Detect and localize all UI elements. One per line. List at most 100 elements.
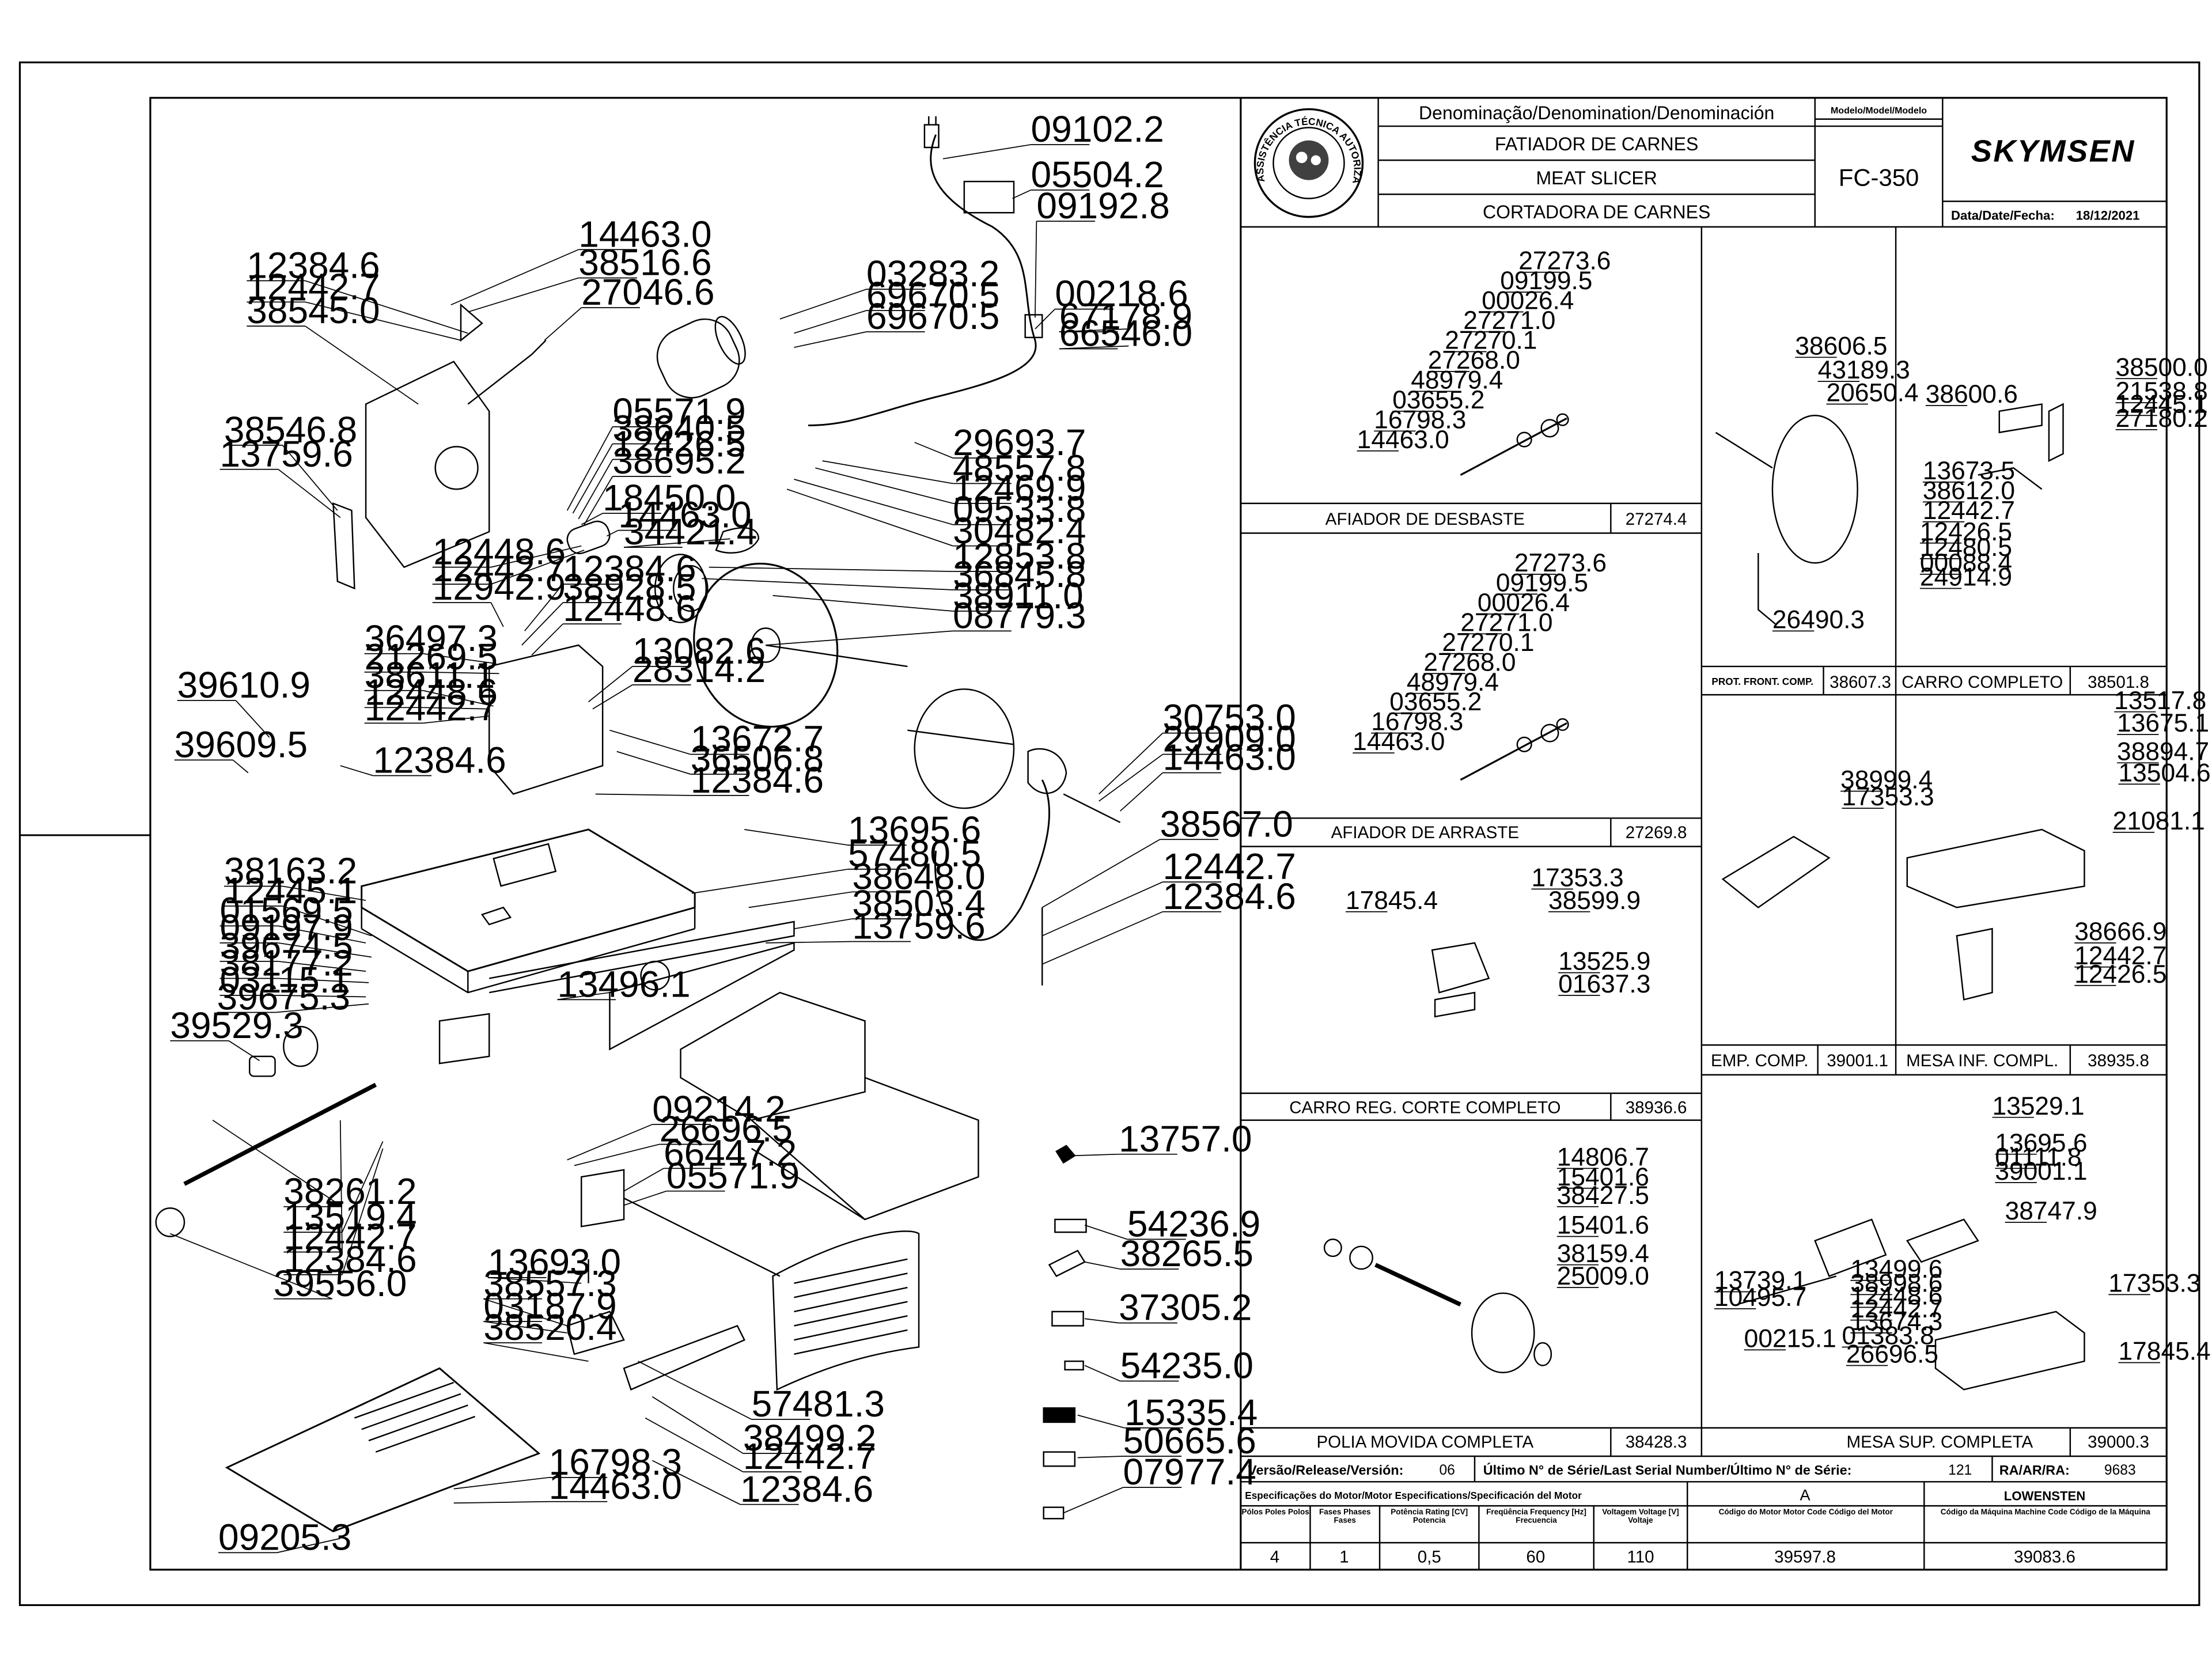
part-number-label: 05571.9 [612,391,745,432]
leader-line [282,906,372,937]
leader-line [423,715,490,724]
part-number-label: 21269.5 [365,636,498,677]
part-number-label: 29909.0 [1162,718,1296,760]
part-number-label: 13695.6 [1995,1129,2087,1157]
part-number-label: 12442.7 [433,548,566,589]
leader-line [1059,345,1129,350]
leader-line [282,445,338,511]
part-number-label: 09533.8 [953,488,1086,530]
leader-line [578,459,613,520]
leader-line [645,1417,744,1472]
date-label: Data/Date/Fecha: [1951,209,2055,223]
part-number-label: 14463.0 [578,213,711,255]
part-number-label: 05504.2 [1031,154,1164,195]
part-number-label: 48557.8 [953,447,1086,488]
part-number-label: 12448.6 [563,588,696,629]
leader-line [531,623,563,656]
panel-code-afiador-arraste: 27269.8 [1626,823,1687,842]
part-number-label: 12445.1 [2116,390,2208,418]
part-number-label: 27046.6 [581,271,714,313]
part-number-label: 38427.5 [1557,1181,1649,1210]
part-number-label: 66546.0 [1059,313,1192,354]
part-number-label: 54235.0 [1120,1345,1253,1387]
main-exploded-view [155,116,1121,1533]
leader-line [487,1277,582,1284]
part-number-label: 38999.4 [1840,766,1933,794]
panel-label-mesa-inf: MESA INF. COMPL. [1906,1051,2058,1070]
leader-line [1035,221,1037,318]
release-label: Versão/Release/Versión: [1248,1463,1403,1478]
ra-label: RA/AR/RA: [1999,1463,2070,1478]
leader-line [278,469,341,518]
part-number-label: 57480.5 [848,833,981,874]
motor-brand: LOWENSTEN [2004,1488,2085,1503]
leader-line [623,1168,664,1192]
part-number-label: 12384.6 [247,244,380,286]
part-number-label: 12448.6 [1850,1282,1942,1310]
part-number-label: 27273.6 [1514,549,1607,577]
panel-code-afiador-desbaste: 27274.4 [1626,510,1687,529]
leader-line [794,479,953,525]
part-number-label: 12442.7 [1162,846,1296,887]
inner-border [149,97,2168,1571]
leader-line [624,538,730,548]
leader-line [822,460,953,484]
part-number-label: 38159.4 [1557,1240,1649,1268]
part-number-label: 12426.5 [612,423,745,465]
leader-line [779,289,867,320]
ra-value: 9683 [2104,1463,2136,1478]
leader-line [692,869,849,894]
leader-line [584,476,613,525]
leader-line [772,594,953,612]
leader-line [1084,1365,1120,1382]
part-number-label: 13675.1 [2117,709,2209,737]
leader-line [595,793,691,796]
header-voltage: Voltagem Voltage [V] Voltaje [1602,1509,1679,1526]
part-number-label: 15335.4 [1124,1392,1257,1433]
part-number-label: 34421.4 [624,511,757,552]
panel-code-emp-comp: 39001.1 [1827,1051,1888,1070]
part-number-label: 39674.5 [220,925,353,967]
part-number-label: 48979.4 [1407,668,1499,696]
leader-line [305,280,468,334]
part-number-label: 38520.4 [483,1306,616,1348]
part-number-label: 01569.5 [220,889,353,931]
header-rating: Potência Rating [CV] Potencia [1391,1509,1468,1526]
part-number-label: 38747.9 [2005,1197,2097,1225]
panel-label-afiador-desbaste: AFIADOR DE DESBASTE [1325,510,1525,529]
leader-line [709,566,953,572]
part-number-label: 13759.6 [852,906,985,947]
part-number-label: 27268.0 [1428,346,1520,374]
part-number-label: 12942.9 [433,566,566,608]
part-number-label: 09102.2 [1031,108,1164,150]
part-number-label: 50665.6 [1123,1420,1256,1461]
part-number-label: 38640.5 [612,408,745,449]
part-number-label: 27270.1 [1442,628,1534,657]
part-number-label: 03115.1 [220,959,351,1001]
panel-label-mesa-sup: MESA SUP. COMPLETA [1847,1433,2033,1452]
leader-line [490,602,504,627]
leader-line [1077,1456,1123,1459]
part-number-label: 39675.3 [217,976,350,1018]
part-number-label: 12442.7 [1850,1295,1942,1323]
part-number-label: 14806.7 [1557,1143,1649,1171]
leader-line [557,992,610,1001]
part-number-label: 38557.3 [483,1263,616,1304]
part-number-label: 14463.0 [1353,728,1445,756]
part-number-label: 38695.2 [612,440,745,482]
model-header: Modelo/Model/Modelo [1831,106,1927,116]
part-number-label: 57481.3 [752,1383,885,1425]
leader-line [1074,1153,1119,1157]
leader-line [1084,1318,1119,1324]
part-number-label: 12442.7 [247,266,380,307]
leader-line [794,331,867,348]
part-number-label: 69670.5 [866,296,999,337]
part-number-label: 36506.8 [691,738,824,779]
motor-letter: A [1800,1486,1810,1503]
leader-line [623,1190,667,1206]
leader-line [468,277,579,313]
part-number-label: 16798.3 [1371,708,1463,736]
panel-label-carro-completo: CARRO COMPLETO [1902,673,2063,692]
part-number-label: 17353.3 [2108,1269,2200,1297]
